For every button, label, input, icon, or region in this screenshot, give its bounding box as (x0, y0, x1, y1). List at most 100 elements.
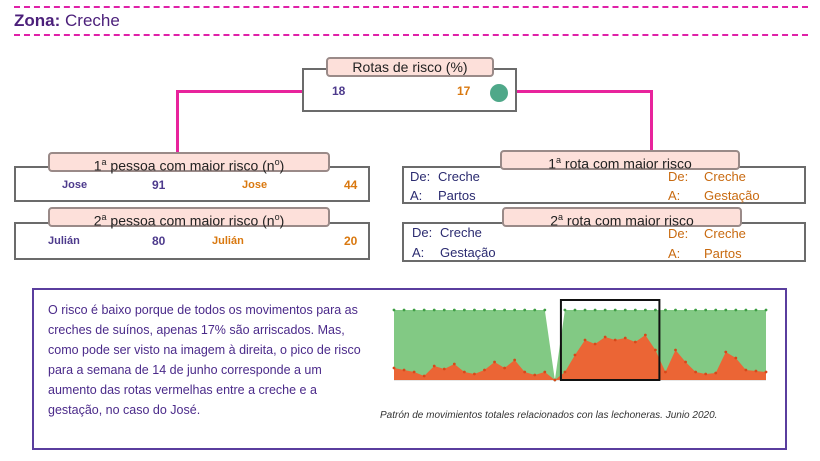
risk-point-29 (684, 360, 687, 364)
risk-point-4 (432, 364, 436, 368)
chart-caption: Patrón de movimientos totales relacionad… (380, 410, 718, 421)
total-point-37 (764, 308, 768, 312)
risk-point-35 (744, 368, 748, 372)
total-point-18 (573, 308, 577, 312)
risk-point-0 (392, 366, 396, 370)
total-point-5 (442, 308, 446, 312)
explanation-text: O risco é baixo porque de todos os movim… (48, 303, 361, 417)
risk-point-17 (563, 370, 567, 374)
route2-title: 2a rota com maior risco (502, 207, 742, 229)
route2-from-value-right: Creche (704, 226, 746, 241)
total-point-33 (724, 308, 728, 312)
total-point-23 (623, 308, 627, 312)
route1-to-label-right: A: (668, 188, 681, 203)
route1-title-text: rota com maior risco (561, 155, 692, 172)
connector-left-vertical (176, 90, 179, 156)
total-point-7 (462, 308, 466, 312)
risk-point-34 (734, 356, 738, 360)
person1-right-name: Jose (242, 179, 268, 191)
risk-point-36 (754, 369, 758, 373)
route2-to-label: A: (412, 245, 425, 260)
risk-point-21 (603, 335, 607, 339)
risk-point-19 (583, 338, 587, 342)
person2-left-value: 80 (152, 234, 166, 248)
total-point-0 (392, 308, 396, 312)
person1-left-name: Jose (62, 179, 88, 191)
risk-point-16 (553, 378, 557, 382)
total-point-34 (734, 308, 738, 312)
person1-title-end: ) (279, 157, 285, 174)
total-point-22 (613, 308, 617, 312)
risk-point-20 (593, 342, 597, 346)
risk-point-2 (412, 370, 416, 374)
route2-title-text: rota com maior risco (563, 212, 694, 229)
chart-area-group (392, 299, 768, 382)
total-point-2 (412, 308, 416, 312)
risk-movements-area (394, 335, 766, 380)
zone-title: Zona: Creche (14, 11, 120, 31)
total-point-17 (563, 308, 567, 312)
route1-to-value-right: Gestação (704, 188, 760, 203)
risk-point-6 (452, 362, 456, 366)
zone-label: Zona: (14, 11, 61, 30)
person1-title-number: 1 (93, 157, 102, 174)
route2-title-ordinal: a (558, 212, 564, 222)
connector-right-horizontal (515, 90, 653, 93)
risk-point-33 (724, 350, 728, 354)
risk-pattern-chart (392, 299, 768, 382)
connector-right-vertical (650, 90, 653, 156)
risk-point-30 (694, 370, 698, 374)
total-point-28 (674, 308, 677, 312)
route1-from-label-right: De: (668, 169, 689, 184)
person1-title-text: pessoa com maior risco (n (106, 157, 275, 174)
person1-right-value: 44 (344, 178, 358, 192)
risk-point-13 (523, 370, 527, 374)
risk-point-32 (714, 371, 718, 375)
status-dot-icon (490, 84, 508, 102)
total-point-11 (503, 308, 506, 312)
risk-point-22 (613, 338, 617, 342)
total-point-25 (643, 308, 647, 312)
risk-point-15 (543, 370, 547, 374)
total-point-6 (452, 308, 456, 312)
risk-point-25 (643, 333, 647, 337)
total-point-12 (513, 308, 517, 312)
risk-point-27 (664, 370, 667, 374)
person1-box (14, 166, 370, 202)
person2-title-unit: o (274, 212, 280, 222)
connector-left-horizontal (176, 90, 304, 93)
route1-title-number: 1 (548, 155, 557, 172)
route2-to-value-right: Partos (704, 246, 742, 261)
total-point-32 (714, 308, 718, 312)
zone-header: Zona: Creche (14, 6, 808, 36)
risk-point-24 (633, 340, 637, 344)
total-point-29 (684, 308, 687, 312)
route1-from-value-right: Creche (704, 169, 746, 184)
risk-point-26 (654, 348, 657, 352)
total-point-1 (402, 308, 406, 312)
risk-point-37 (764, 370, 768, 374)
total-point-21 (603, 308, 607, 312)
route1-to-label: A: (410, 188, 423, 203)
total-point-14 (533, 308, 537, 312)
total-point-4 (432, 308, 436, 312)
total-point-15 (543, 308, 547, 312)
total-point-31 (704, 308, 708, 312)
route2-to-value: Gestação (440, 245, 496, 260)
total-point-9 (483, 308, 486, 312)
risk-point-3 (422, 374, 426, 378)
route2-title-number: 2 (550, 212, 559, 229)
total-point-8 (473, 308, 476, 312)
risk-point-18 (573, 353, 577, 357)
route1-from-label: De: (410, 169, 431, 184)
zone-value: Creche (65, 11, 120, 30)
person2-title-end: ) (279, 212, 285, 229)
person2-right-name: Julián (212, 235, 244, 247)
person2-right-value: 20 (344, 234, 358, 248)
route2-from-value: Creche (440, 225, 482, 240)
risk-routes-right-value: 17 (457, 84, 471, 98)
total-point-20 (593, 308, 597, 312)
risk-point-9 (483, 368, 486, 372)
route1-title-ordinal: a (556, 155, 562, 165)
total-point-36 (754, 308, 758, 312)
